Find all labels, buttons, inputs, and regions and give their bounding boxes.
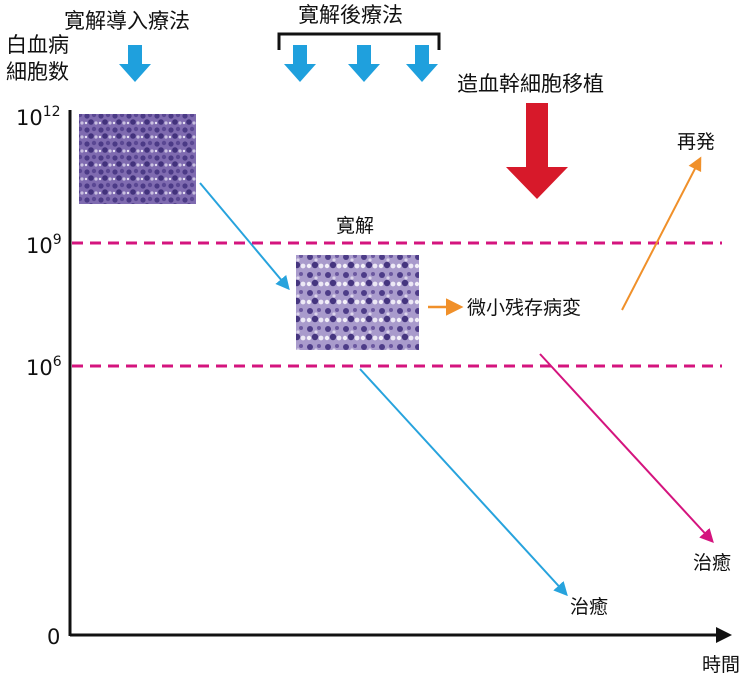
x-axis-label: 時間 <box>702 654 740 676</box>
transplant-label: 造血幹細胞移植 <box>457 72 604 96</box>
induction-therapy-label: 寛解導入療法 <box>64 9 190 33</box>
remission-label: 寛解 <box>336 215 374 237</box>
y-tick-1e6: 106 <box>26 354 62 380</box>
cure-arrow-blue <box>359 368 568 597</box>
y-tick-1e9: 109 <box>26 232 62 258</box>
transplant-arrow-icon <box>506 103 568 199</box>
induction-arrow-icon <box>119 45 151 82</box>
post-remission-arrow-icon-3 <box>406 45 438 82</box>
relapse-label: 再発 <box>677 131 715 153</box>
y-axis-title-line1: 白血病 <box>6 33 69 57</box>
cure-arrow-pink <box>539 353 714 544</box>
post-remission-therapy-label: 寛解後療法 <box>298 3 403 27</box>
relapse-arrow <box>621 156 702 311</box>
cure-label-2: 治癒 <box>693 552 731 574</box>
post-remission-arrow-icon-2 <box>348 45 380 82</box>
post-remission-arrow-icon-1 <box>284 45 316 82</box>
leukemia-cells-image-remission <box>296 255 419 350</box>
post-remission-bracket <box>277 32 441 50</box>
y-tick-1e12: 1012 <box>16 104 61 130</box>
y-tick-zero: 0 <box>47 625 60 649</box>
induction-response-arrow <box>199 182 290 291</box>
cure-label-1: 治癒 <box>570 596 608 618</box>
x-axis-arrowhead <box>716 627 732 643</box>
mrd-label: 微小残存病変 <box>467 297 581 319</box>
y-axis-title-line2: 細胞数 <box>6 60 69 84</box>
leukemia-cells-image-diagnosis <box>79 114 196 204</box>
